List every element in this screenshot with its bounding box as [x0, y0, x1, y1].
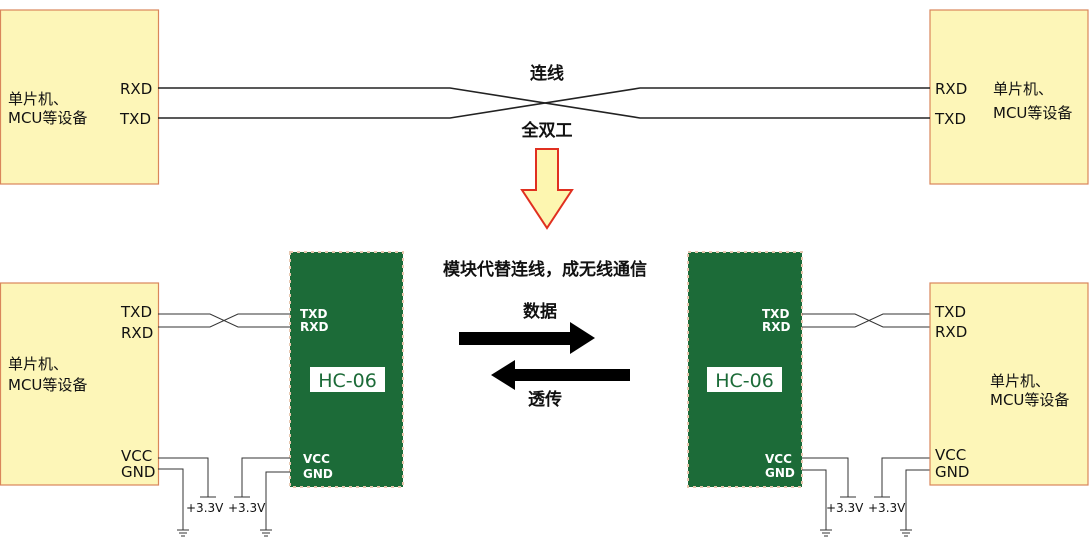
vcc-wire	[802, 457, 856, 498]
pin-txd: TXD	[762, 307, 789, 321]
device-label-line1: 单片机、	[8, 355, 68, 373]
device-label-line2: MCU等设备	[8, 376, 87, 394]
pin-gnd: GND	[765, 466, 795, 480]
pin-rxd: RXD	[935, 80, 967, 98]
device-label-line1: 单片机、	[8, 90, 68, 108]
pin-txd: TXD	[934, 303, 966, 321]
gnd-wire	[265, 471, 290, 530]
pin-rxd: RXD	[300, 320, 328, 334]
vcc-wire	[234, 457, 290, 498]
pin-txd: TXD	[934, 110, 966, 128]
pin-rxd: RXD	[935, 323, 967, 341]
pin-txd: TXD	[119, 110, 151, 128]
pin-txd: TXD	[300, 307, 327, 321]
right-hc06-module: TXD RXD HC-06 VCC GND	[687, 251, 803, 488]
device-label-line2: MCU等设备	[8, 109, 87, 127]
pin-rxd: RXD	[120, 80, 152, 98]
wire	[158, 313, 290, 328]
pin-vcc: VCC	[935, 446, 966, 464]
right-arrow-icon	[459, 322, 595, 354]
bottom-right-device: 单片机、 MCU等设备 TXD RXD VCC GND	[929, 282, 1089, 486]
down-arrow-icon	[520, 148, 574, 230]
device-label-line2: MCU等设备	[990, 391, 1069, 409]
pin-txd: TXD	[120, 303, 152, 321]
ground-icon	[899, 529, 913, 537]
wireless-caption: 模块代替连线，成无线通信	[443, 259, 647, 280]
power-label: +3.3V	[228, 501, 266, 515]
bottom-left-device: 单片机、 MCU等设备 TXD RXD VCC GND	[0, 282, 160, 486]
device-label-line1: 单片机、	[990, 372, 1050, 390]
pin-vcc: VCC	[303, 452, 330, 466]
gnd-wire	[158, 468, 184, 530]
ground-icon	[259, 529, 273, 537]
pin-vcc: VCC	[765, 452, 792, 466]
pin-rxd: RXD	[762, 320, 790, 334]
top-left-device: 单片机、 MCU等设备 RXD TXD	[0, 9, 160, 185]
pin-gnd: GND	[935, 463, 969, 481]
module-name: HC-06	[318, 370, 377, 392]
data-label: 数据	[523, 301, 557, 322]
power-label: +3.3V	[186, 501, 224, 515]
pin-vcc: VCC	[121, 447, 152, 465]
gnd-wire	[802, 469, 827, 530]
duplex-label: 全双工	[521, 120, 573, 141]
ground-icon	[819, 529, 833, 537]
wire	[802, 313, 930, 328]
vcc-wire	[874, 457, 930, 498]
left-arrow-icon	[491, 360, 630, 390]
pin-gnd: GND	[121, 463, 155, 481]
pin-rxd: RXD	[121, 324, 153, 342]
power-label: +3.3V	[826, 501, 864, 515]
wire-txd-to-rxd	[158, 87, 930, 119]
passthrough-label: 透传	[528, 389, 562, 410]
ground-icon	[176, 529, 190, 537]
module-name: HC-06	[715, 370, 774, 392]
wire	[802, 313, 930, 328]
gnd-wire	[905, 469, 930, 530]
wire-label: 连线	[530, 63, 564, 84]
power-label: +3.3V	[868, 501, 906, 515]
device-label-line1: 单片机、	[993, 80, 1053, 98]
pin-gnd: GND	[303, 467, 333, 481]
left-hc06-module: TXD RXD HC-06 VCC GND	[289, 251, 404, 488]
vcc-wire	[158, 457, 216, 498]
device-label-line2: MCU等设备	[993, 104, 1072, 122]
top-right-device: 单片机、 MCU等设备 RXD TXD	[929, 9, 1089, 185]
